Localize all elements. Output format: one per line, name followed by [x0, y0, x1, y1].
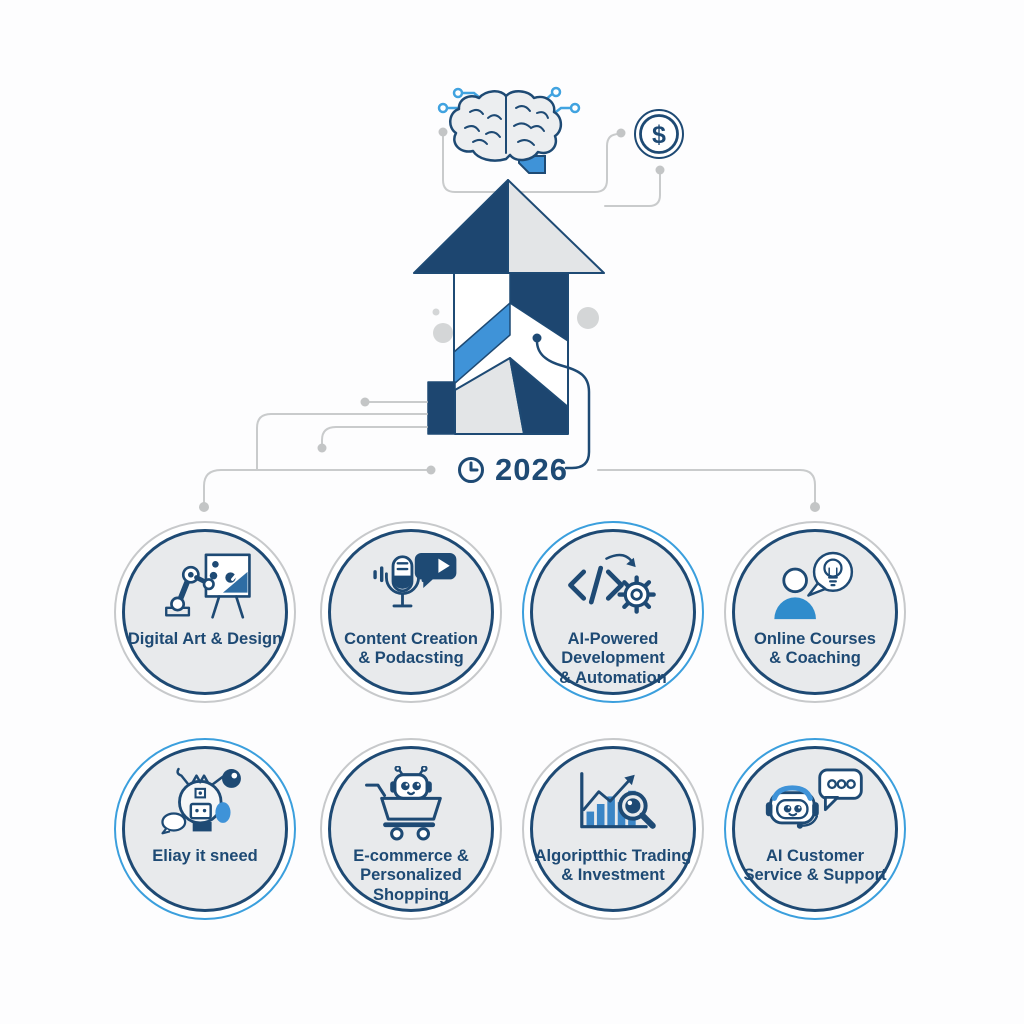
category-inner: Digital Art & Design	[122, 529, 288, 695]
top-graphic: $	[199, 86, 820, 512]
connector-line	[535, 339, 591, 470]
category-label: E-commerce & Personalized Shopping	[353, 847, 469, 904]
category-label: Algoriptthic Trading & Investment	[534, 847, 692, 885]
trading-chart-magnifier-icon	[561, 763, 665, 845]
support-robot-chat-icon	[763, 763, 867, 845]
category-label: AI Customer Service & Support	[743, 847, 887, 885]
microphone-podcast-icon	[359, 546, 463, 628]
decorative-dots	[432, 307, 599, 343]
category-label: AI-Powered Development & Automation	[559, 630, 667, 687]
decorative-dot	[432, 308, 440, 316]
connector-line	[604, 172, 661, 207]
category-circle-trading: Algoriptthic Trading & Investment	[522, 738, 704, 920]
category-label: Online Courses & Coaching	[754, 630, 876, 668]
arrow-head-right	[507, 179, 605, 274]
connector-dot	[810, 502, 820, 512]
connector-line	[597, 469, 816, 504]
growth-arrow-graphic	[413, 179, 605, 435]
connector-dot	[360, 397, 370, 407]
category-inner: AI Customer Service & Support	[732, 746, 898, 912]
category-label: Eliay it sneed	[152, 847, 258, 865]
connector-dot	[655, 165, 665, 175]
connector-dot	[532, 333, 542, 343]
year-badge: 2026	[456, 452, 568, 488]
connector-dot	[426, 465, 436, 475]
navy-connector	[532, 333, 591, 470]
arrow-head-left	[413, 179, 509, 274]
connector-line	[321, 426, 428, 445]
arrow-chevron-side	[509, 357, 569, 435]
connector-line	[256, 413, 428, 471]
connector-dot	[616, 128, 626, 138]
category-label: Content Creation & Podacsting	[344, 630, 478, 668]
category-circle-ai-development: AI-Powered Development & Automation	[522, 521, 704, 703]
brain-folds	[464, 96, 549, 154]
decorative-dot	[433, 323, 453, 343]
connector-dot	[438, 127, 448, 137]
dollar-sign: $	[652, 121, 666, 149]
decorative-dot	[577, 307, 599, 329]
category-circle-abstract-robot: Eliay it sneed	[114, 738, 296, 920]
category-label: Digital Art & Design	[127, 630, 283, 648]
category-circle-ecommerce: E-commerce & Personalized Shopping	[320, 738, 502, 920]
category-inner: E-commerce & Personalized Shopping	[328, 746, 494, 912]
category-inner: AI-Powered Development & Automation	[530, 529, 696, 695]
connector-lines-bottom	[203, 401, 816, 504]
ai-brain-circuit-icon	[437, 86, 581, 174]
category-inner: Eliay it sneed	[122, 746, 288, 912]
category-inner: Online Courses & Coaching	[732, 529, 898, 695]
category-inner: Algoriptthic Trading & Investment	[530, 746, 696, 912]
dollar-coin-icon: $	[634, 109, 684, 159]
arrow-base-block	[427, 381, 456, 435]
arrow-blue-band	[453, 302, 511, 385]
circuit-lines	[437, 86, 581, 116]
connector-dot	[317, 443, 327, 453]
year-text: 2026	[495, 452, 568, 487]
connector-dots-top	[438, 127, 665, 175]
robot-arm-painting-icon	[153, 546, 257, 628]
arrow-navy-band	[509, 272, 569, 342]
connector-dot	[199, 502, 209, 512]
shopping-cart-robot-icon	[359, 763, 463, 845]
connector-line	[203, 469, 432, 504]
clock-icon	[458, 457, 484, 483]
connector-lines-top	[442, 133, 661, 207]
person-idea-bubble-icon	[763, 546, 867, 628]
abstract-robot-icon	[153, 763, 257, 845]
connector-dots-bottom	[199, 397, 820, 512]
category-circle-content-creation: Content Creation & Podacsting	[320, 521, 502, 703]
category-circle-customer-support: AI Customer Service & Support	[724, 738, 906, 920]
code-gear-icon	[561, 546, 665, 628]
category-circle-online-courses: Online Courses & Coaching	[724, 521, 906, 703]
connector-line	[442, 133, 620, 193]
category-inner: Content Creation & Podacsting	[328, 529, 494, 695]
category-circle-digital-art-design: Digital Art & Design	[114, 521, 296, 703]
